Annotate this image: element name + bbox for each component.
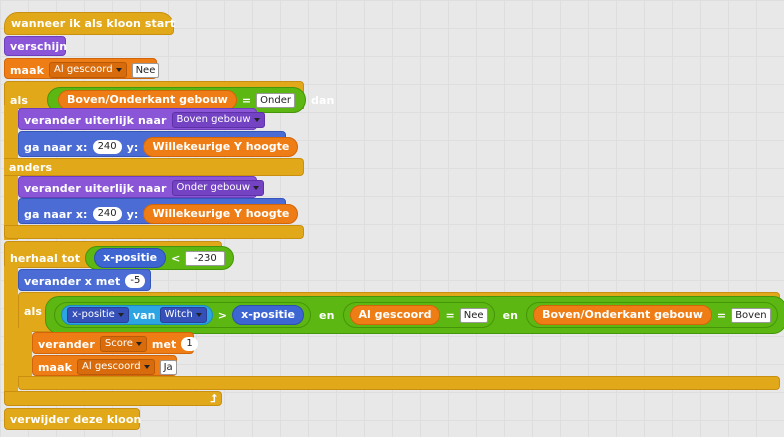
variable-reporter[interactable]: Boven/Onderkant gebouw (533, 305, 712, 325)
goto-xy-block[interactable]: ga naar x: 240 y: Willekeurige Y hoogte (18, 198, 299, 224)
show-label: verschijn (10, 40, 68, 53)
of-label: van (132, 308, 156, 322)
equals-operator[interactable]: Al gescoord = Nee (342, 302, 495, 328)
attribute-name: x-positie (72, 309, 115, 320)
if-else-block[interactable]: als Boven/Onderkant gebouw = Onder dan (4, 81, 334, 113)
equals-operator[interactable]: Boven/Onderkant gebouw = Boven (526, 302, 778, 328)
loop-arrow-icon: ⮥ (210, 392, 218, 405)
attribute-dropdown[interactable]: x-positie (67, 307, 129, 323)
and-keyword: en (502, 308, 519, 322)
variable-name: Score (104, 338, 133, 349)
set-label: maak (38, 360, 73, 374)
x-position-reporter[interactable]: x-positie (94, 248, 167, 268)
goto-label: ga naar x: (24, 207, 88, 221)
compare-value[interactable]: Nee (459, 307, 488, 323)
attribute-of-sensor[interactable]: x-positie van Witch (61, 305, 213, 325)
if-block[interactable]: als x-positie van Witch > x-positie en A… (18, 292, 784, 334)
change-amount-input[interactable]: 1 (181, 337, 198, 351)
variable-reporter[interactable]: Boven/Onderkant gebouw (58, 90, 237, 110)
variable-dropdown[interactable]: Al gescoord (77, 359, 155, 375)
costume-name: Onder gebouw (176, 182, 250, 193)
switch-costume-block[interactable]: verander uiterlijk naar Boven gebouw (18, 108, 265, 130)
y-label: y: (126, 140, 139, 154)
change-x-label: verander x met (24, 274, 121, 288)
delete-clone-block[interactable]: verwijder deze kloon (4, 408, 142, 430)
x-input[interactable]: 240 (92, 207, 122, 221)
sprite-name: Witch (164, 309, 193, 320)
switch-costume-label: verander uiterlijk naar (24, 181, 167, 195)
chevron-down-icon (115, 68, 122, 72)
else-bar: anders (4, 158, 304, 176)
then-keyword: dan (310, 93, 335, 107)
change-variable-block[interactable]: verander Score met 1 (32, 332, 198, 354)
random-y-reporter[interactable]: Willekeurige Y hoogte (143, 137, 299, 157)
x-position-reporter[interactable]: x-positie (232, 305, 305, 325)
set-variable-block[interactable]: maak Al gescoord Ja (32, 355, 177, 376)
costume-name: Boven gebouw (176, 114, 251, 125)
limit-input[interactable]: -230 (185, 250, 226, 266)
chevron-down-icon (253, 118, 260, 122)
variable-dropdown[interactable]: Al gescoord (49, 62, 127, 78)
delete-clone-label: verwijder deze kloon (10, 413, 142, 426)
variable-dropdown[interactable]: Score (99, 336, 147, 352)
goto-xy-block[interactable]: ga naar x: 240 y: Willekeurige Y hoogte (18, 131, 299, 157)
hat-block-when-clone-starts[interactable]: wanneer ik als kloon start (4, 12, 176, 35)
set-variable-block[interactable]: maak Al gescoord Nee (4, 58, 160, 79)
and-keyword: en (319, 308, 335, 322)
goto-label: ga naar x: (24, 140, 88, 154)
and-operator[interactable]: x-positie van Witch > x-positie en Al ge… (45, 296, 784, 334)
switch-costume-label: verander uiterlijk naar (24, 113, 167, 127)
if-else-bottom (4, 225, 304, 239)
random-y-reporter[interactable]: Willekeurige Y hoogte (143, 204, 299, 224)
show-block[interactable]: verschijn (4, 36, 68, 56)
value-input[interactable]: Nee (131, 62, 160, 78)
variable-reporter[interactable]: Al gescoord (349, 305, 441, 325)
greater-than-sign: > (217, 308, 228, 322)
repeat-until-label: herhaal tot (10, 251, 81, 265)
repeat-left-arm (4, 266, 18, 396)
greater-than-operator[interactable]: x-positie van Witch > x-positie (54, 302, 312, 328)
value-input[interactable]: Ja (159, 359, 177, 375)
compare-value[interactable]: Boven (731, 307, 771, 323)
costume-dropdown[interactable]: Onder gebouw (171, 180, 264, 196)
switch-costume-block[interactable]: verander uiterlijk naar Onder gebouw (18, 176, 264, 198)
equals-sign: = (445, 308, 455, 322)
chevron-down-icon (143, 365, 150, 369)
chevron-down-icon (135, 342, 142, 346)
if-bottom (18, 376, 780, 390)
if-keyword: als (10, 93, 29, 107)
sprite-dropdown[interactable]: Witch (159, 307, 207, 323)
equals-sign: = (716, 308, 727, 322)
x-input[interactable]: 240 (92, 140, 122, 154)
y-label: y: (126, 207, 139, 221)
repeat-until-block[interactable]: herhaal tot x-positie < -230 (4, 241, 235, 270)
compare-value[interactable]: Onder (256, 92, 295, 108)
by-label: met (151, 337, 177, 351)
chevron-down-icon (195, 313, 202, 317)
repeat-bottom: ⮥ (4, 391, 222, 406)
chevron-down-icon (253, 186, 259, 190)
less-than-sign: < (171, 251, 181, 265)
else-keyword: anders (9, 161, 53, 174)
less-than-operator[interactable]: x-positie < -230 (85, 246, 235, 270)
chevron-down-icon (117, 313, 124, 317)
hat-label: wanneer ik als kloon start (11, 17, 176, 30)
variable-name: Al gescoord (54, 64, 113, 75)
change-x-block[interactable]: verander x met -5 (18, 269, 151, 291)
if-left-arm (18, 328, 32, 378)
change-label: verander (38, 337, 95, 351)
equals-sign: = (241, 93, 252, 107)
if-keyword: als (24, 305, 43, 318)
variable-name: Al gescoord (82, 361, 141, 372)
costume-dropdown[interactable]: Boven gebouw (171, 112, 265, 128)
change-x-input[interactable]: -5 (125, 274, 146, 288)
set-label: maak (10, 63, 45, 77)
